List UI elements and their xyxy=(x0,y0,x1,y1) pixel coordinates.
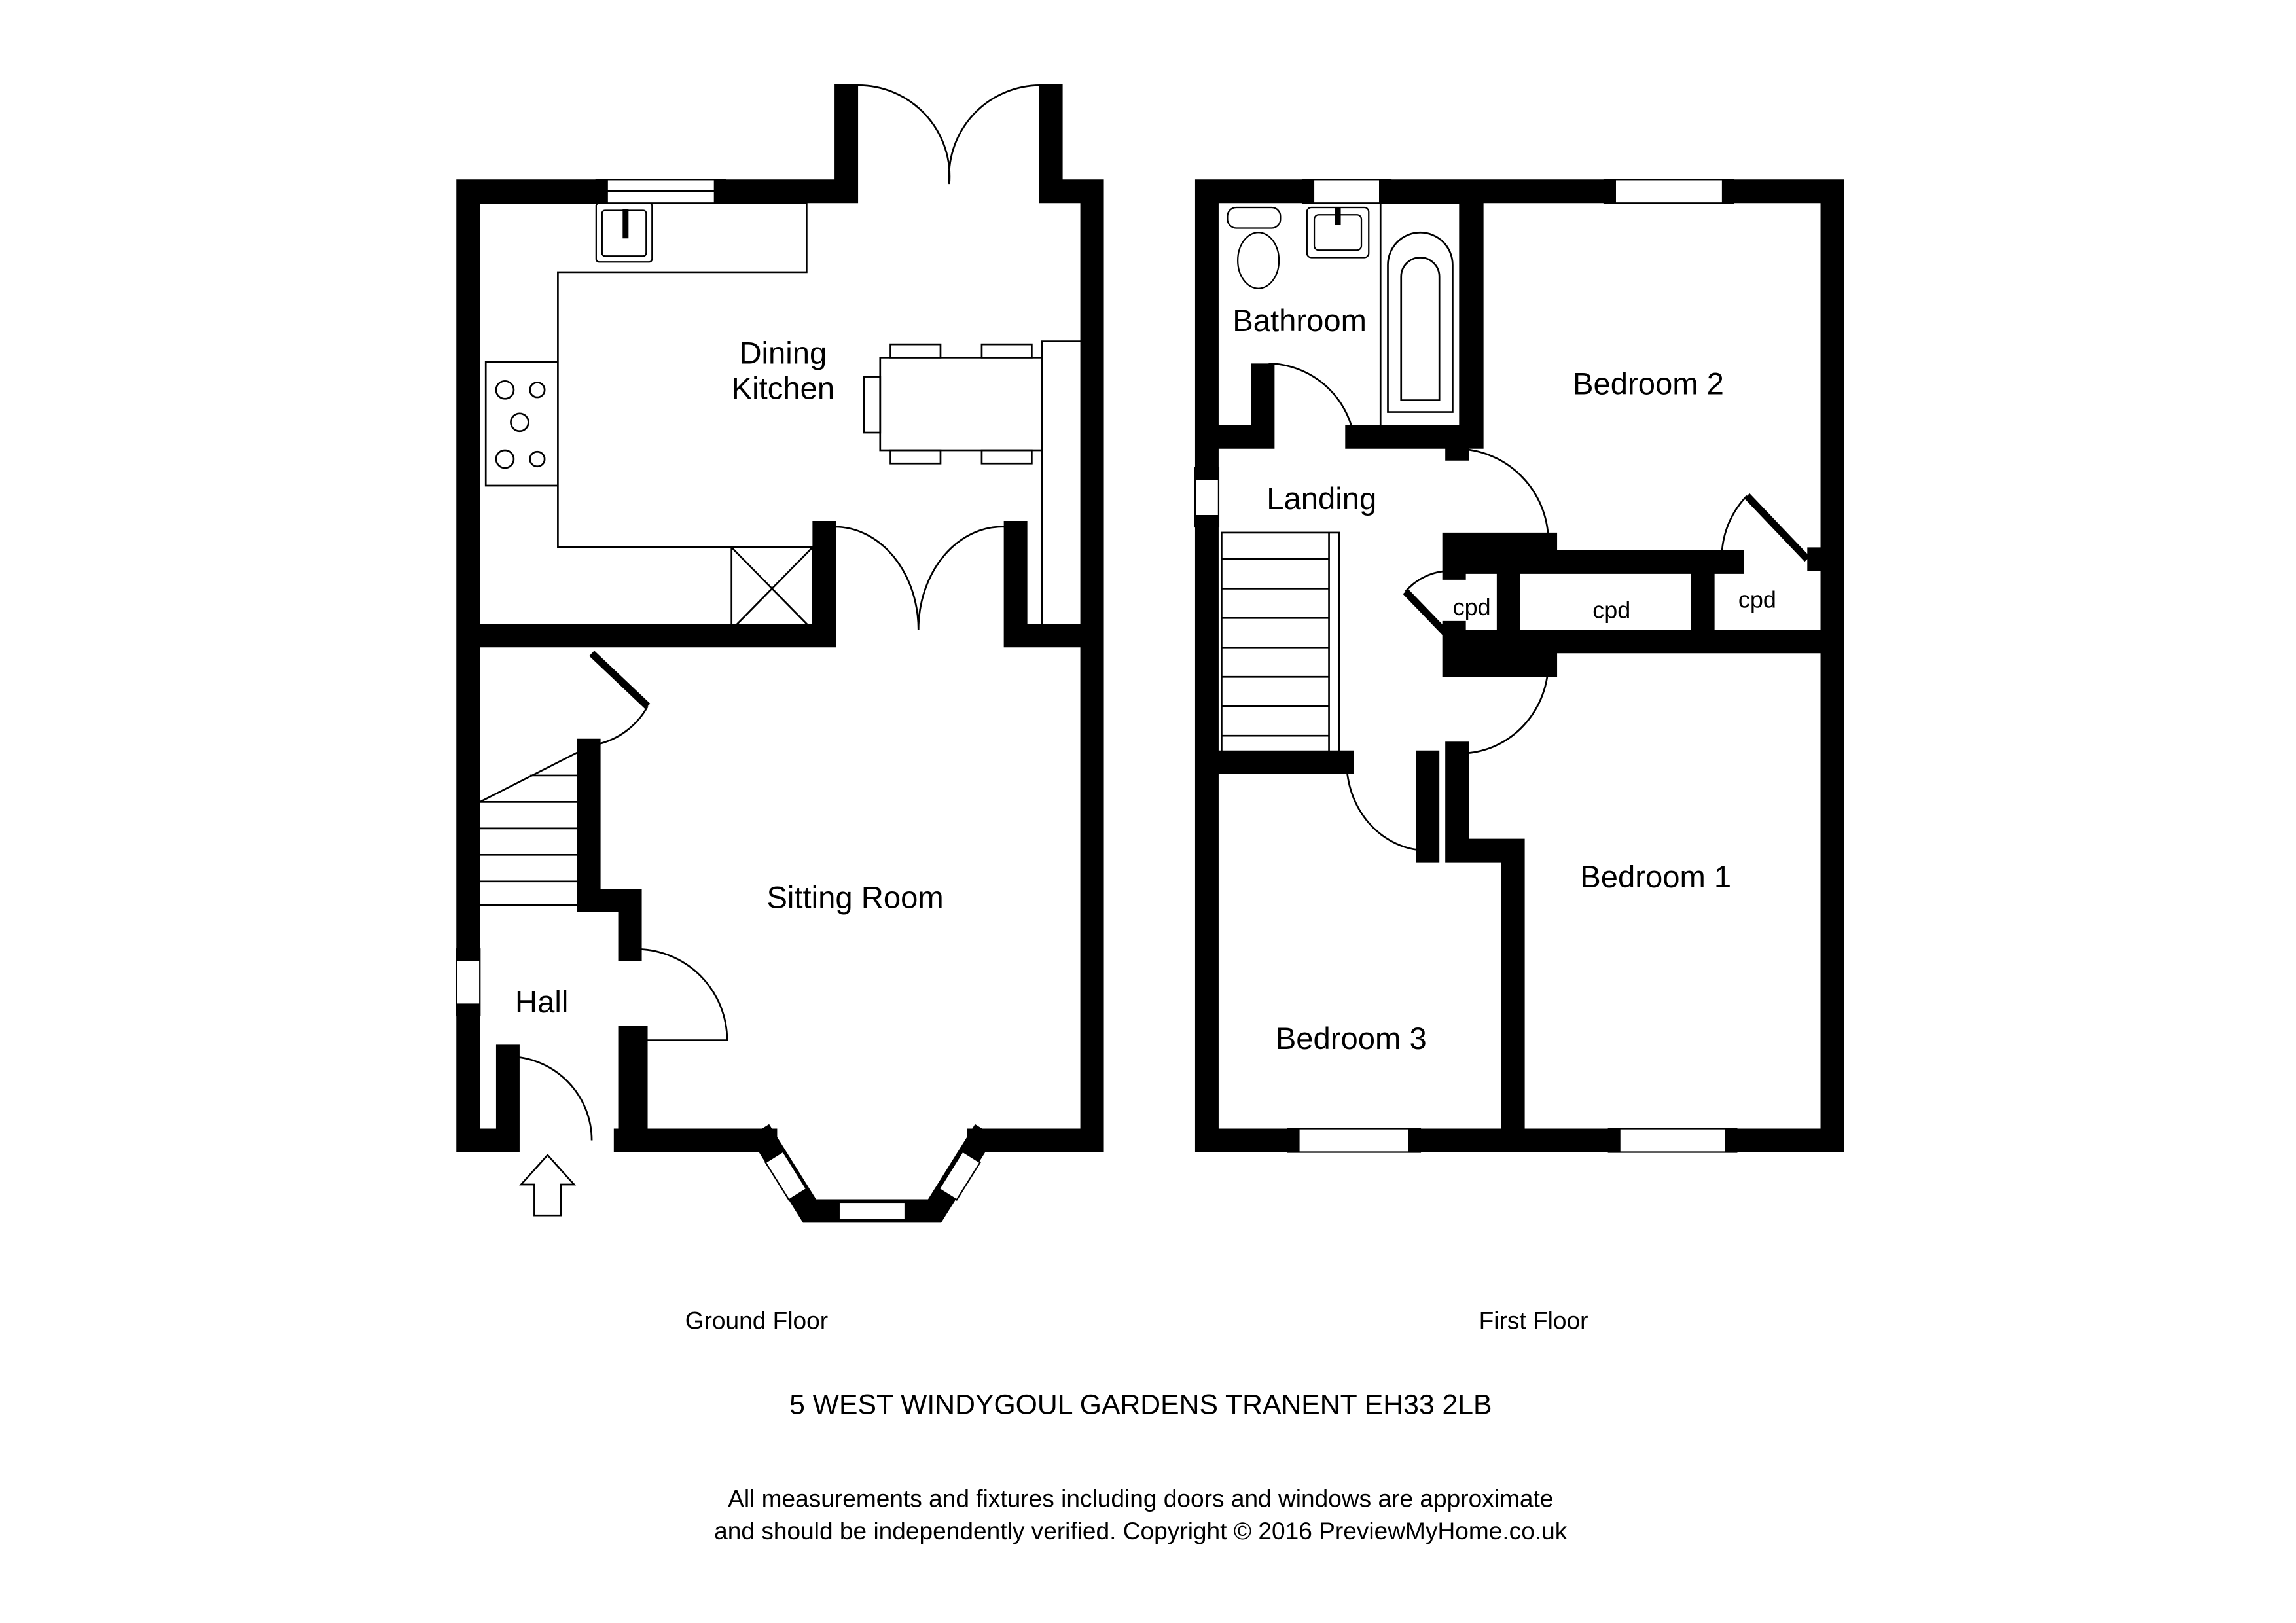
first-stairs xyxy=(1221,531,1340,764)
bedroom3-window xyxy=(1287,1128,1422,1153)
sitting-room-door[interactable] xyxy=(636,948,728,1041)
landing-cupboard-door[interactable] xyxy=(1403,570,1450,635)
room-label-bedroom-1: Bedroom 1 xyxy=(1580,860,1731,895)
first-floor-caption: First Floor xyxy=(1479,1306,1588,1334)
room-label-landing: Landing xyxy=(1266,482,1376,516)
room-label-hall: Hall xyxy=(515,985,568,1020)
hall-kitchen-door[interactable] xyxy=(589,651,651,746)
bathroom-door[interactable] xyxy=(1268,363,1355,438)
toilet-icon xyxy=(1227,206,1282,289)
room-label-bedroom-2: Bedroom 2 xyxy=(1573,367,1724,402)
bedroom1-door[interactable] xyxy=(1457,665,1549,755)
kitchen-side-unit xyxy=(1041,340,1082,630)
room-label-cpd-1: cpd xyxy=(1453,594,1491,620)
kitchen-french-doors[interactable] xyxy=(834,526,1005,630)
basin-icon xyxy=(1306,206,1370,259)
bath-icon xyxy=(1379,202,1462,434)
bedroom1-window xyxy=(1607,1128,1738,1153)
room-label-bedroom-3: Bedroom 3 xyxy=(1276,1022,1427,1056)
bay-window-left xyxy=(764,1150,808,1201)
hob-icon xyxy=(495,380,546,469)
kitchen-worktop xyxy=(480,202,814,630)
room-label-dining: Dining xyxy=(739,336,827,370)
kitchen-sink-icon xyxy=(595,202,653,263)
bathroom-window xyxy=(1301,179,1392,204)
bedroom2-door[interactable] xyxy=(1457,448,1549,539)
first-floor-plan: Bathroom Bedroom 2 Landing cpd cpd cpd B… xyxy=(1194,179,1844,1153)
dining-table-icon xyxy=(863,343,1043,465)
property-address: 5 WEST WINDYGOUL GARDENS TRANENT EH33 2L… xyxy=(789,1389,1492,1421)
disclaimer-line-1: All measurements and fixtures including … xyxy=(728,1484,1553,1512)
disclaimer-line-2: and should be independently verified. Co… xyxy=(714,1517,1568,1544)
ground-floor-caption: Ground Floor xyxy=(685,1306,828,1334)
arrow-up-icon xyxy=(519,1153,577,1217)
bay-window-front xyxy=(838,1201,906,1221)
front-door[interactable] xyxy=(507,1056,593,1141)
room-label-cpd-2: cpd xyxy=(1592,596,1630,623)
bedroom3-door[interactable] xyxy=(1346,762,1425,851)
rear-french-doors[interactable] xyxy=(856,84,1041,185)
room-label-kitchen: Kitchen xyxy=(732,371,834,406)
room-label-sitting-room: Sitting Room xyxy=(766,880,943,915)
ground-floor-plan: Dining Kitchen Sitting Room Hall xyxy=(456,84,1104,1223)
ground-outer-walls xyxy=(456,84,1104,1152)
bay-window-right xyxy=(938,1150,981,1201)
ground-stairs xyxy=(479,749,583,906)
bedroom2-window xyxy=(1603,179,1734,204)
room-label-bathroom: Bathroom xyxy=(1232,304,1367,338)
room-label-cpd-3: cpd xyxy=(1738,586,1776,613)
bedroom2-cupboard-door[interactable] xyxy=(1721,493,1810,562)
